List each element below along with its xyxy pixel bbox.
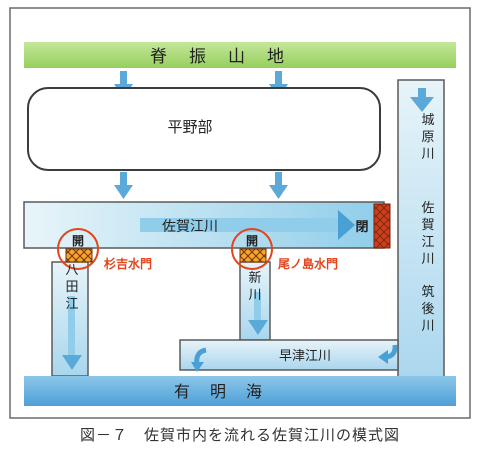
closed-mark: 閉 <box>355 220 368 235</box>
left-gate-label: 杉吉水門 <box>104 256 152 271</box>
mountain-band <box>24 42 456 68</box>
curved-arrow-icon <box>191 362 204 372</box>
arrow-down-icon <box>68 296 75 356</box>
shinkawa-label: 新川 <box>248 270 261 303</box>
curved-arrow-icon <box>378 350 388 364</box>
jobaru-river-label: 城原川 <box>421 113 434 162</box>
arrow-down-icon <box>410 97 434 112</box>
arrow-down-icon <box>62 355 82 370</box>
saga-e-river-vertical-label: 佐賀江川 <box>421 201 434 267</box>
hayatsue-river-channel <box>179 339 399 371</box>
mountain-label: 脊振山地 <box>150 47 306 67</box>
flow-arrow-icon <box>338 210 355 240</box>
closed-gate-hatch <box>374 204 390 248</box>
arrow-down-icon <box>254 292 261 322</box>
saga-e-river-label: 佐賀江川 <box>162 219 218 235</box>
arrow-down-icon <box>248 320 268 335</box>
arrow-down-icon <box>418 88 426 98</box>
plain-label: 平野部 <box>167 118 212 136</box>
arrow-down-icon <box>114 172 133 199</box>
right-gate-label: 尾ノ島水門 <box>278 256 338 271</box>
right-gate-hatch <box>240 249 266 262</box>
left-gate-hatch <box>66 249 92 262</box>
left-gate-open-mark: 開 <box>72 234 84 248</box>
right-gate-open-mark: 開 <box>246 234 258 248</box>
arrow-down-icon <box>269 172 288 199</box>
right-vertical-river <box>397 79 445 386</box>
hayatsue-river-label: 早津江川 <box>279 349 331 364</box>
hachita-e-label: 八田江 <box>65 263 78 312</box>
plain-area-box <box>27 87 381 171</box>
right-gate-circle <box>231 228 273 270</box>
flow-arrow-icon <box>140 218 340 232</box>
ariake-sea-label: 有明海 <box>174 382 282 401</box>
figure-caption: 図－７ 佐賀市内を流れる佐賀江川の模式図 <box>79 426 400 444</box>
left-gate-circle <box>57 228 99 270</box>
chikugo-river-label: 筑後川 <box>421 284 434 334</box>
ariake-sea <box>24 376 456 406</box>
